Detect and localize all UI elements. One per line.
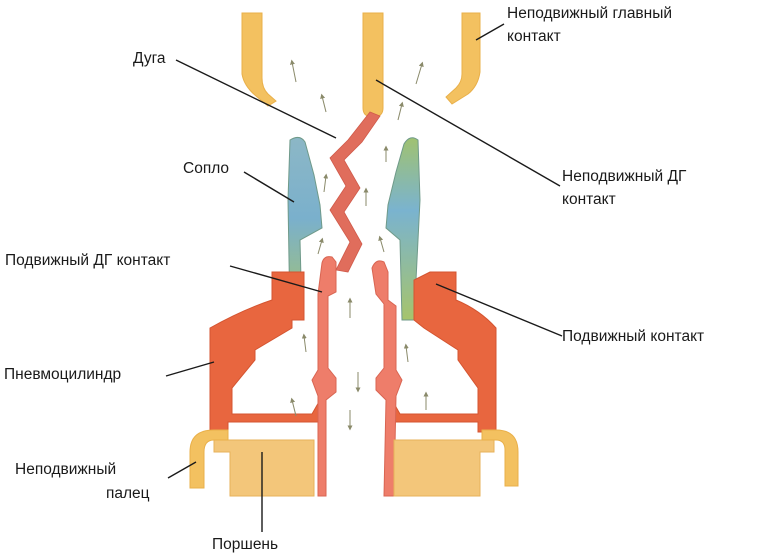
pneumatic-cylinder-left xyxy=(209,271,327,433)
moving-arcing-contact-right xyxy=(371,260,403,497)
label-moving-arcing-contact: Подвижный ДГ контакт xyxy=(5,252,170,269)
leader-fixed-main-contact xyxy=(475,23,505,41)
leader-fixed-arcing-contact xyxy=(375,79,561,187)
gas-flow-arrows xyxy=(290,59,429,431)
leader-moving-contact xyxy=(435,283,563,337)
label-arc: Дуга xyxy=(133,50,166,67)
label-fixed-arcing-contact-line2: контакт xyxy=(562,191,616,208)
label-fixed-main-contact-line2: контакт xyxy=(507,28,561,45)
fixed-finger-left xyxy=(189,429,229,489)
leader-nozzle xyxy=(243,171,295,203)
moving-contact-right xyxy=(385,271,497,433)
leader-lines xyxy=(165,23,563,532)
label-nozzle: Сопло xyxy=(183,160,229,177)
fixed-arcing-contact xyxy=(362,12,384,118)
label-fixed-arcing-contact-line1: Неподвижный ДГ xyxy=(562,168,687,185)
leader-arc xyxy=(175,59,337,139)
label-fixed-main-contact-line1: Неподвижный главный xyxy=(507,5,672,22)
label-piston: Поршень xyxy=(212,536,278,553)
fixed-main-contact-right xyxy=(445,12,481,105)
piston-right xyxy=(393,439,495,497)
piston-left xyxy=(213,439,315,497)
label-moving-contact: Подвижный контакт xyxy=(562,328,704,345)
electric-arc xyxy=(329,111,381,273)
label-fixed-finger-line1: Неподвижный xyxy=(15,461,116,478)
moving-arcing-contact-left xyxy=(311,256,337,497)
leader-moving-arcing-contact xyxy=(229,265,323,293)
fixed-finger-right xyxy=(481,429,519,487)
leader-pneumatic-cylinder xyxy=(165,361,215,377)
leader-fixed-finger xyxy=(167,461,197,479)
label-fixed-finger-line2: палец xyxy=(106,485,150,502)
fixed-main-contact-left xyxy=(241,12,277,107)
label-pneumatic-cylinder: Пневмоцилиндр xyxy=(4,366,121,383)
nozzle-right xyxy=(385,137,421,321)
